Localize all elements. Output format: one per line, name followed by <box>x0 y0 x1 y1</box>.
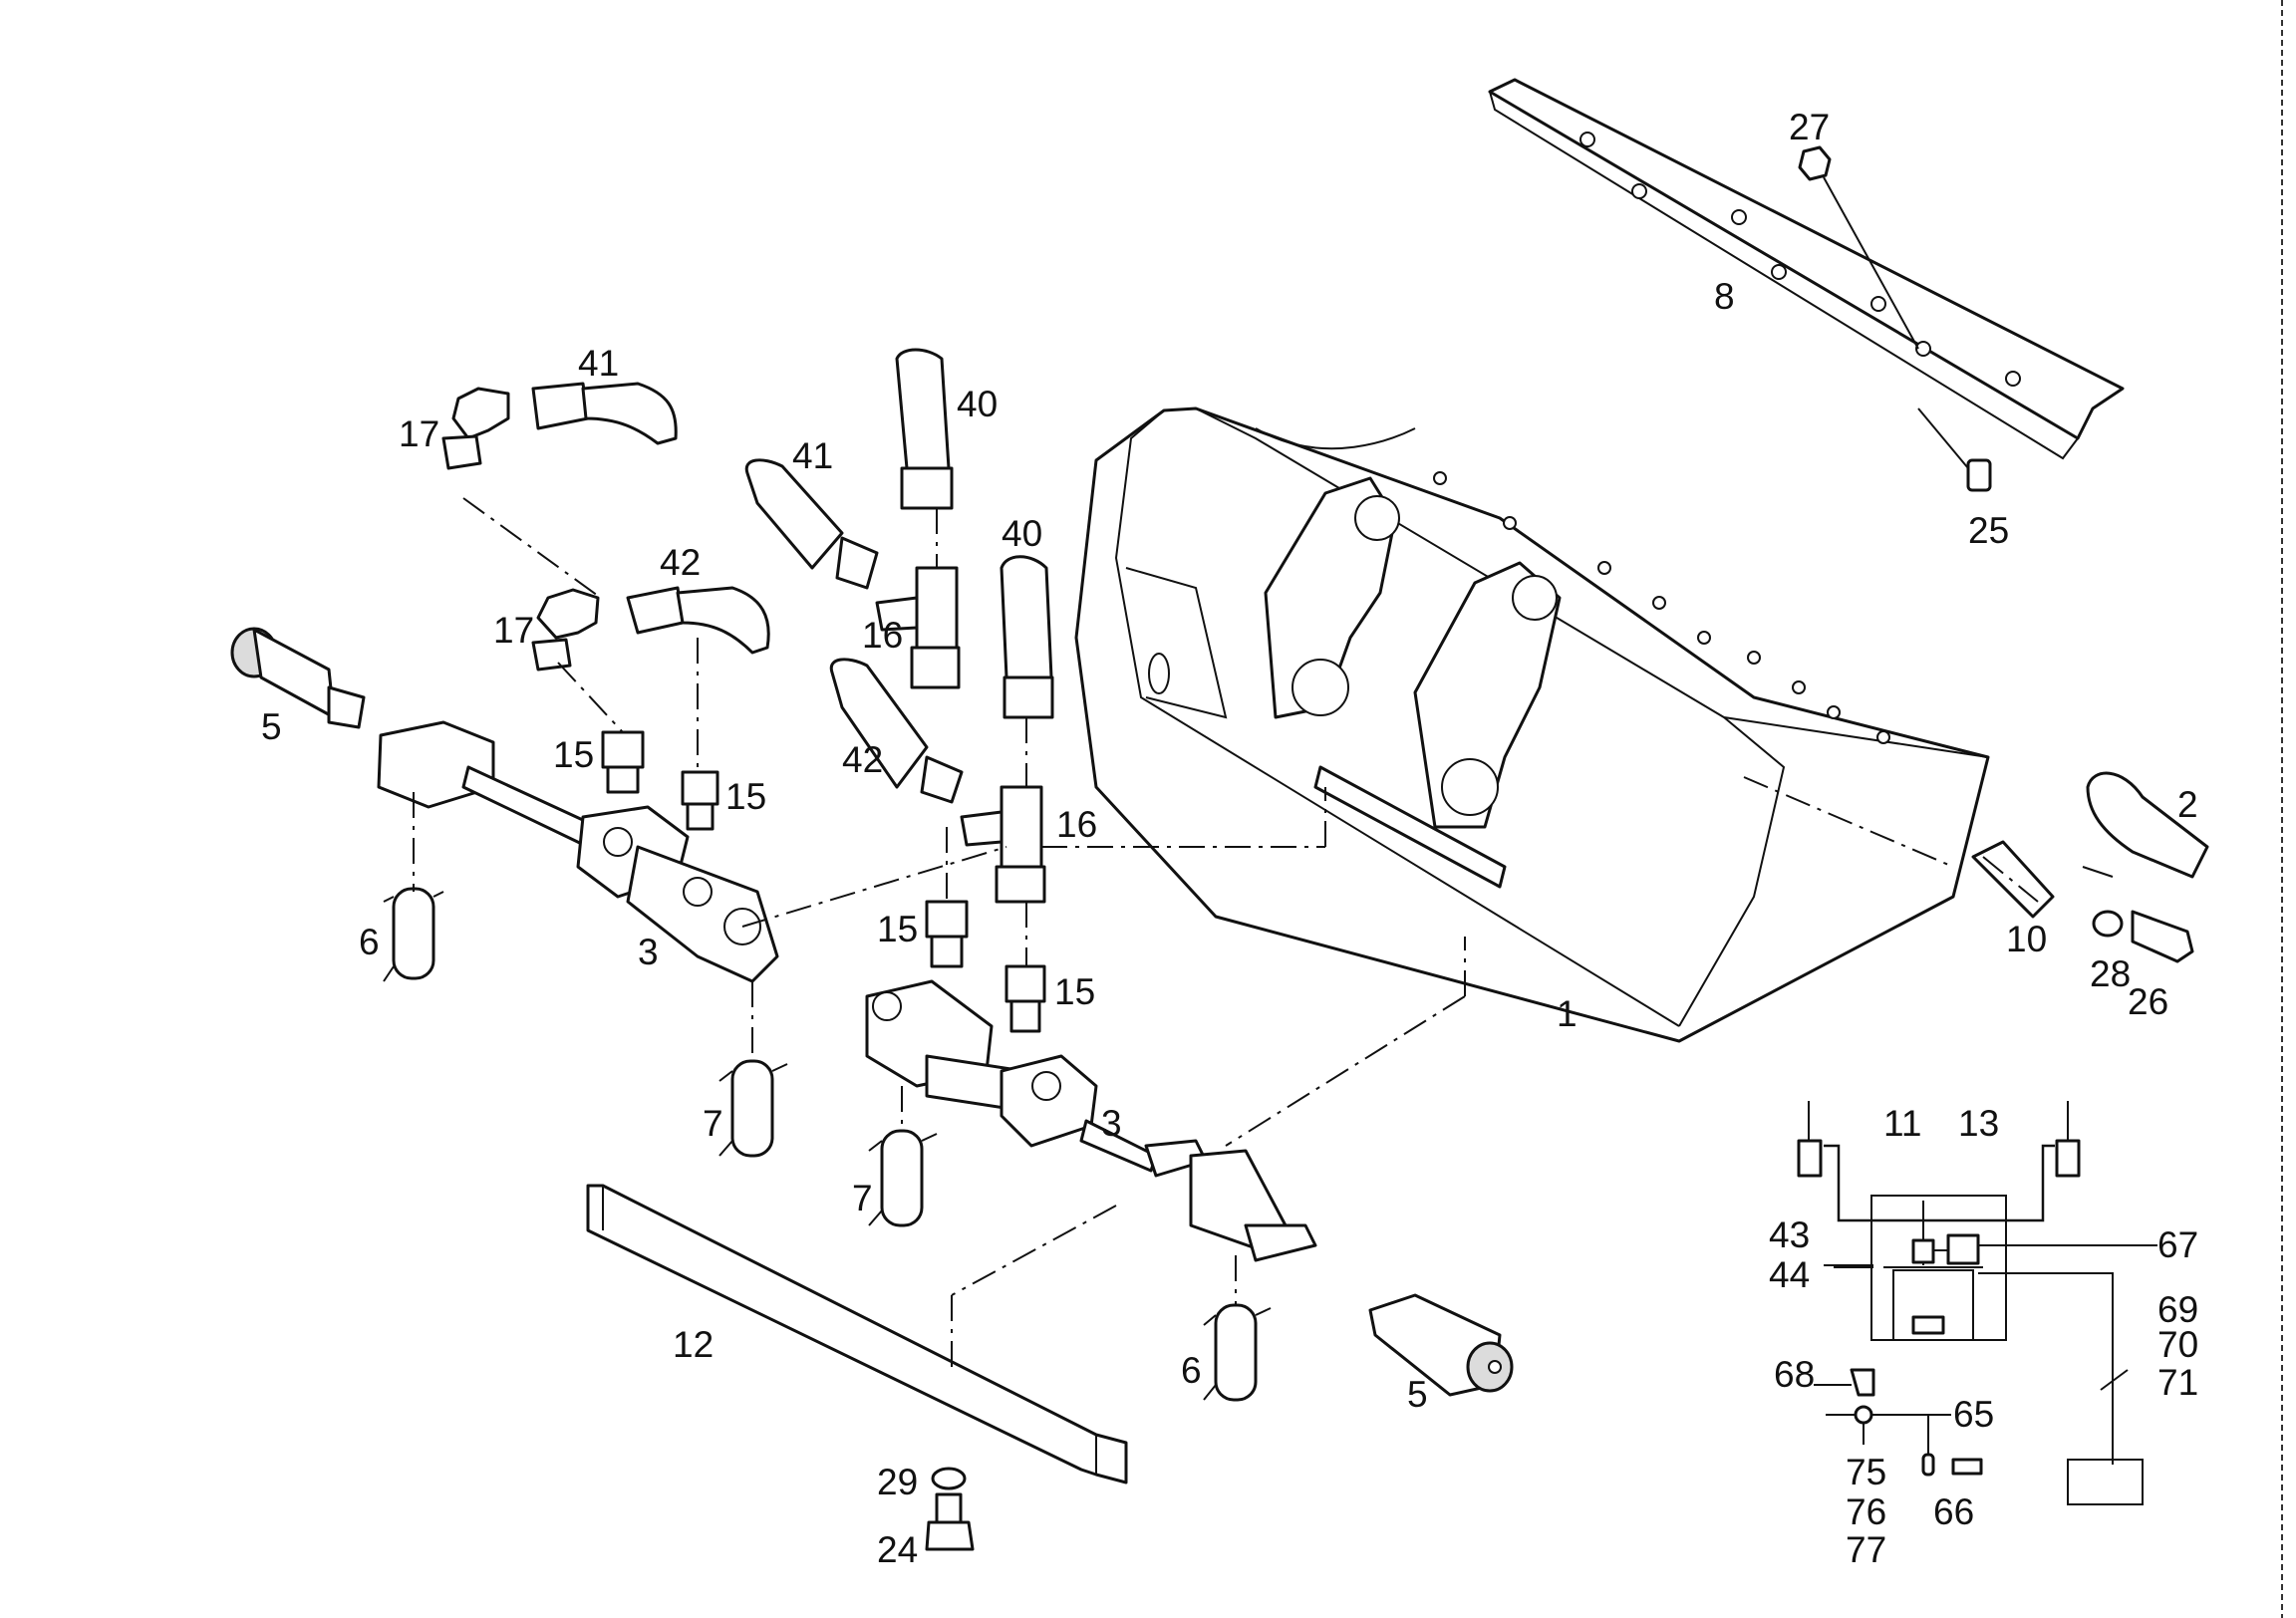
label-40-lower: 40 <box>1002 513 1042 554</box>
label-41-upper: 41 <box>578 343 619 384</box>
label-5-lower: 5 <box>1407 1374 1428 1415</box>
tee-fitting-16-lower <box>960 785 1046 904</box>
label-75: 75 <box>1846 1452 1886 1492</box>
label-1: 1 <box>1557 993 1578 1034</box>
leader-27 <box>1823 176 1919 350</box>
label-67: 67 <box>2157 1224 2198 1265</box>
label-10: 10 <box>2006 919 2047 959</box>
pin-6-upper <box>383 887 444 982</box>
label-16-lower: 16 <box>1056 804 1097 845</box>
label-42-lower: 42 <box>842 739 883 780</box>
adapter-fitting-15-a <box>601 730 645 794</box>
label-76: 76 <box>1846 1491 1886 1532</box>
label-13: 13 <box>1958 1103 1999 1144</box>
label-65: 65 <box>1953 1394 1994 1435</box>
pin-7-lower <box>868 1129 938 1227</box>
label-24: 24 <box>877 1529 918 1570</box>
label-66: 66 <box>1933 1491 1974 1532</box>
elbow-fitting-17-upper <box>441 387 510 470</box>
label-11: 11 <box>1883 1103 1921 1144</box>
adapter-fitting-15-b <box>681 770 719 831</box>
electrical-schematic <box>1797 1101 2157 1505</box>
elbow-fitting-17-lower <box>531 588 600 672</box>
label-71: 71 <box>2157 1362 2198 1403</box>
hose-42-lower <box>829 658 964 804</box>
nut-27 <box>1798 145 1832 181</box>
label-28: 28 <box>2090 953 2131 994</box>
hydraulic-cylinder-upper <box>377 720 779 983</box>
pin-7-upper <box>718 1059 788 1158</box>
tooth-assembly <box>1971 771 2209 963</box>
label-8: 8 <box>1714 276 1735 317</box>
label-6-lower: 6 <box>1181 1350 1202 1391</box>
hose-40-lower <box>1000 555 1054 719</box>
hydraulic-cylinder-lower <box>865 979 1317 1262</box>
cutting-blade <box>1488 78 2125 460</box>
label-26: 26 <box>2128 981 2168 1022</box>
bucket <box>1074 406 1990 1043</box>
label-68: 68 <box>1774 1354 1815 1395</box>
label-2: 2 <box>2177 784 2198 825</box>
label-29: 29 <box>877 1462 918 1502</box>
hose-41-upper <box>531 382 678 445</box>
label-15-b: 15 <box>725 776 766 817</box>
label-7-lower: 7 <box>852 1178 873 1218</box>
hose-40-upper <box>895 348 954 510</box>
label-27: 27 <box>1789 107 1830 147</box>
label-12: 12 <box>673 1324 714 1365</box>
label-77: 77 <box>1846 1529 1886 1570</box>
label-3-lower: 3 <box>1101 1103 1122 1144</box>
label-15-a: 15 <box>553 734 594 775</box>
bolt-25 <box>1917 407 1992 492</box>
label-15-d: 15 <box>1054 971 1095 1012</box>
angle-bar-12 <box>586 1184 1128 1484</box>
hose-41-middle <box>744 458 879 590</box>
hose-42-upper <box>626 586 770 655</box>
label-15-c: 15 <box>877 909 918 949</box>
label-5-upper: 5 <box>261 706 282 747</box>
label-69: 69 <box>2157 1289 2198 1330</box>
label-25: 25 <box>1968 510 2009 551</box>
bolt-24 <box>925 1492 975 1551</box>
label-pointers <box>1041 846 2152 1416</box>
pin-6-lower <box>1203 1303 1272 1402</box>
pin-5-lower <box>1368 1293 1514 1397</box>
label-6-upper: 6 <box>359 922 380 962</box>
pin-5-upper <box>230 627 366 729</box>
label-41-middle: 41 <box>792 435 833 476</box>
label-17-lower: 17 <box>493 610 534 651</box>
label-7-upper: 7 <box>703 1103 723 1144</box>
label-42-upper: 42 <box>660 542 701 583</box>
label-16-upper: 16 <box>862 615 903 656</box>
tee-fitting-16-upper <box>875 566 961 689</box>
adapter-fitting-15-c <box>925 900 969 968</box>
label-17-upper: 17 <box>399 413 439 454</box>
label-70: 70 <box>2157 1324 2198 1365</box>
label-44: 44 <box>1769 1254 1810 1295</box>
part-labels: 1 2 3 3 5 5 6 6 7 7 8 10 11 12 13 15 15 … <box>261 107 2198 1570</box>
leader-lines <box>413 497 1954 1375</box>
label-3-upper: 3 <box>638 932 659 972</box>
label-43: 43 <box>1769 1214 1810 1255</box>
washer-29 <box>931 1467 967 1490</box>
adapter-fitting-15-d <box>1004 964 1046 1033</box>
label-40-upper: 40 <box>957 384 998 424</box>
